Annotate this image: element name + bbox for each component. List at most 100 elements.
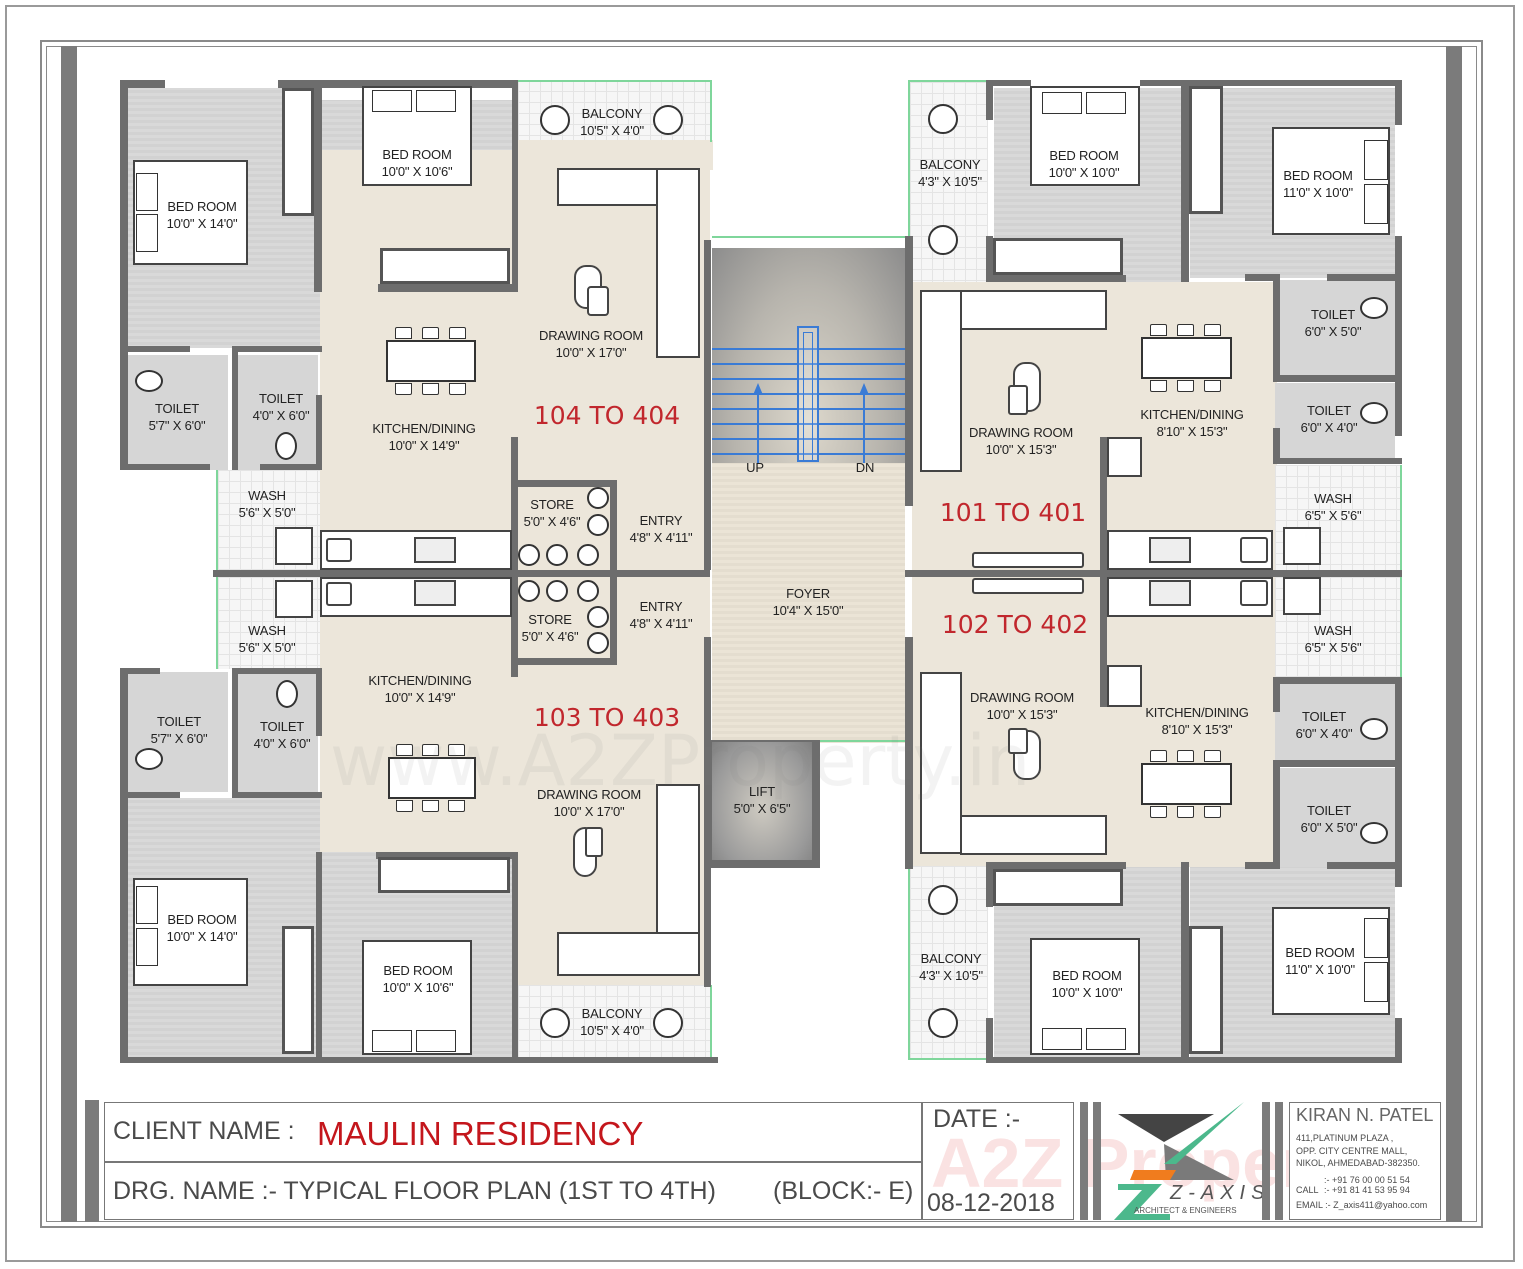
dining-chair <box>448 744 465 756</box>
unit-number-101: 101 TO 401 <box>939 498 1087 527</box>
wall <box>986 80 1031 86</box>
dining-chair <box>422 744 439 756</box>
sink <box>326 582 352 606</box>
wall <box>1273 458 1402 464</box>
u103-wash-railing <box>216 577 220 669</box>
stair-down-label: DN <box>855 460 875 475</box>
phone-2[interactable]: :- +91 81 41 53 95 94 <box>1324 1185 1410 1195</box>
l-sofa <box>920 290 962 472</box>
store-drum <box>546 580 568 602</box>
dining-chair <box>449 383 466 395</box>
stair-step <box>712 438 905 440</box>
pillow <box>372 1030 412 1052</box>
pillow <box>416 90 456 112</box>
balcony-chair <box>540 105 570 135</box>
u102-wash-railing <box>1398 577 1402 677</box>
wall <box>1100 577 1107 707</box>
store-drum <box>518 544 540 566</box>
staircase <box>712 248 905 463</box>
wall <box>512 852 518 1062</box>
u104-wash-railing <box>216 470 220 570</box>
wall <box>278 80 518 88</box>
pillow <box>1042 1028 1082 1050</box>
foyer-railing <box>820 740 905 744</box>
lift-car <box>712 742 812 860</box>
shoe-rack <box>972 552 1084 568</box>
dining-chair <box>1204 806 1221 818</box>
balcony-chair <box>928 1008 958 1038</box>
wall <box>1181 80 1189 282</box>
architect-name: KIRAN N. PATEL <box>1296 1105 1434 1125</box>
wall <box>260 464 322 470</box>
side-table <box>1008 385 1028 415</box>
drawing-border <box>40 40 1483 1228</box>
wall <box>1273 274 1280 382</box>
wall <box>986 236 993 282</box>
wall <box>232 346 238 470</box>
wall <box>905 637 913 869</box>
l-sofa <box>920 672 962 854</box>
fridge <box>1107 665 1142 707</box>
wall <box>986 275 1126 282</box>
unit-number-104: 104 TO 404 <box>533 401 681 430</box>
gas-stove <box>1149 537 1191 563</box>
side-table <box>1008 728 1028 754</box>
dining-table <box>1141 763 1232 805</box>
wardrobe <box>993 869 1123 906</box>
up-arrow-head-icon <box>753 383 763 395</box>
sink <box>326 538 352 562</box>
phone-1[interactable]: :- +91 76 00 00 51 54 <box>1324 1175 1410 1185</box>
down-arrow-icon <box>863 393 865 463</box>
gas-stove <box>414 580 456 606</box>
wardrobe <box>378 857 510 893</box>
wardrobe <box>282 926 314 1054</box>
wall <box>1245 274 1280 281</box>
address-line-1: 411,PLATINUM PLAZA , <box>1296 1133 1394 1143</box>
wardrobe <box>993 238 1123 275</box>
stair-up-label: UP <box>746 460 764 475</box>
u103-toilet1-floor <box>128 672 228 792</box>
block-name: (BLOCK:- E) <box>773 1177 914 1205</box>
dining-chair <box>1177 806 1194 818</box>
wall <box>120 792 180 798</box>
firm-name: Z-AXIS <box>1170 1182 1271 1204</box>
store-drum <box>577 580 599 602</box>
pillow <box>1364 962 1388 1002</box>
wc-toilet <box>275 432 297 460</box>
wardrobe <box>1189 86 1223 214</box>
title-block-bar-left <box>85 1100 99 1222</box>
dining-chair <box>395 383 412 395</box>
firm-subtitle: ARCHITECT & ENGINEERS <box>1134 1206 1237 1215</box>
pillow <box>136 928 158 966</box>
dining-chair <box>1177 750 1194 762</box>
dining-chair <box>395 327 412 339</box>
dining-chair <box>1150 750 1167 762</box>
stair-step <box>712 378 905 380</box>
title-block-bar <box>1080 1102 1088 1220</box>
dining-chair <box>396 744 413 756</box>
wardrobe <box>380 248 510 284</box>
balcony-chair <box>928 225 958 255</box>
wall <box>1273 677 1402 684</box>
wardrobe <box>1189 926 1223 1054</box>
drawing-inner-border <box>46 46 1477 1222</box>
email[interactable]: EMAIL :- Z_axis411@yahoo.com <box>1296 1200 1428 1210</box>
stair-handrail-inner <box>803 332 813 462</box>
left-margin-bar <box>61 46 77 1222</box>
l-sofa <box>656 168 700 358</box>
